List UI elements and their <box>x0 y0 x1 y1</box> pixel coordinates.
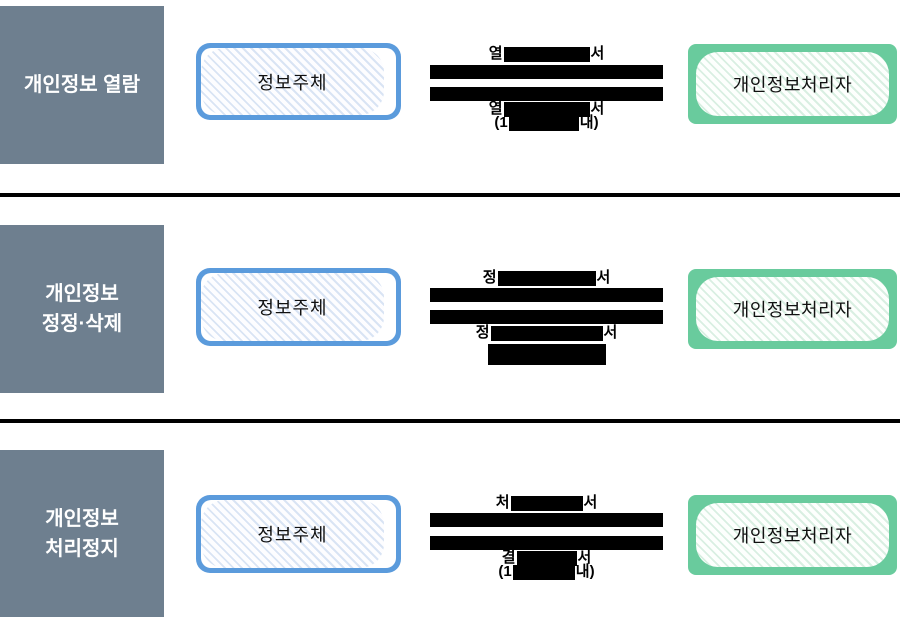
arrow-bar-left <box>430 536 663 550</box>
redaction-box <box>512 564 575 580</box>
subject-box: 정보주체 <box>196 43 401 120</box>
caption-suffix: 서 <box>590 100 605 117</box>
section-divider <box>0 419 900 423</box>
caption-prefix: (1 <box>498 563 512 580</box>
caption-prefix: 열 <box>488 100 503 117</box>
row-label-line: 개인정보 열람 <box>24 74 140 96</box>
arrow-bar-left <box>430 87 663 101</box>
arrow-bar-right <box>430 288 663 302</box>
processor-box-label: 개인정보처리자 <box>696 503 889 567</box>
redaction-box <box>497 270 596 286</box>
redaction-box <box>490 325 603 341</box>
caption-prefix: 정 <box>475 324 490 341</box>
row-label-line: 정정·삭제 <box>41 313 123 335</box>
subject-box: 정보주체 <box>196 268 401 346</box>
subject-box: 정보주체 <box>196 495 401 573</box>
redaction-box <box>516 550 577 566</box>
redaction-box <box>510 495 583 511</box>
subject-box-label: 정보주체 <box>201 48 384 115</box>
row-label-line: 개인정보 <box>45 283 119 305</box>
arrow-bar-right <box>430 65 663 79</box>
caption-prefix: 처 <box>495 494 510 511</box>
caption-prefix: 결 <box>501 549 516 566</box>
processor-box-label: 개인정보처리자 <box>696 52 889 116</box>
caption-suffix: 내) <box>575 563 595 580</box>
caption-prefix: 열 <box>488 45 503 62</box>
arrow-bar-right <box>430 513 663 527</box>
redaction-box <box>488 344 606 365</box>
processor-box-label: 개인정보처리자 <box>696 277 889 341</box>
caption-prefix: 정 <box>482 269 497 286</box>
caption-deadline: (1 내) <box>430 564 663 580</box>
row-label-access: 개인정보 열람 <box>0 6 164 164</box>
caption-suffix: 서 <box>590 45 605 62</box>
subject-box-label: 정보주체 <box>201 500 384 568</box>
caption-suffix: 내) <box>579 114 599 131</box>
redaction-box <box>508 115 579 131</box>
caption-suffix: 서 <box>596 269 611 286</box>
row-label-suspension: 개인정보 처리정지 <box>0 450 164 617</box>
row-label-correction: 개인정보 정정·삭제 <box>0 225 164 393</box>
caption-prefix: (1 <box>494 114 508 131</box>
arrow-bar-left <box>430 310 663 324</box>
caption-suffix: 서 <box>577 549 592 566</box>
redaction-box <box>503 101 590 117</box>
caption-deadline: (1 내) <box>430 115 663 131</box>
processor-box: 개인정보처리자 <box>688 495 897 575</box>
processor-box: 개인정보처리자 <box>688 269 897 349</box>
processor-box: 개인정보처리자 <box>688 44 897 124</box>
row-label-line: 처리정지 <box>45 537 119 560</box>
row-label-line: 개인정보 <box>45 507 119 530</box>
subject-box-label: 정보주체 <box>201 273 384 341</box>
caption-suffix: 서 <box>583 494 598 511</box>
redaction-box <box>503 46 590 62</box>
section-divider <box>0 193 900 197</box>
caption-suffix: 서 <box>603 324 618 341</box>
